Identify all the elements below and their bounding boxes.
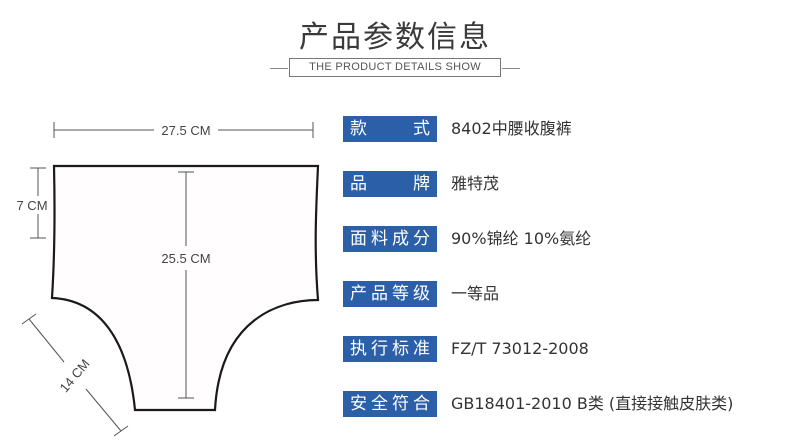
spec-value-safety: GB18401-2010 B类 (直接接触皮肤类) [451, 394, 734, 413]
spec-value-brand: 雅特茂 [451, 174, 500, 193]
spec-row-style: 款式 8402中腰收腹裤 [343, 116, 783, 142]
spec-row-safety: 安全符合 GB18401-2010 B类 (直接接触皮肤类) [343, 391, 783, 417]
spec-row-brand: 品牌 雅特茂 [343, 171, 783, 197]
spec-row-fabric: 面料成分 90%锦纶 10%氨纶 [343, 226, 783, 252]
leg-opening-dimension [21, 313, 129, 437]
spec-label-standard: 执行标准 [343, 336, 437, 362]
spec-label-safety: 安全符合 [343, 391, 437, 417]
spec-value-style: 8402中腰收腹裤 [451, 119, 572, 138]
height-dimension [178, 171, 194, 399]
subtitle-right-rule [502, 68, 520, 69]
spec-value-grade: 一等品 [451, 284, 500, 303]
width-dimension [53, 122, 314, 138]
subtitle-left-rule [270, 68, 288, 69]
spec-label-style: 款式 [343, 116, 437, 142]
spec-label-fabric: 面料成分 [343, 226, 437, 252]
width-label: 27.5 CM [161, 123, 210, 138]
spec-value-fabric: 90%锦纶 10%氨纶 [451, 229, 592, 248]
spec-row-standard: 执行标准 FZ/T 73012-2008 [343, 336, 783, 362]
page-title: 产品参数信息 [299, 20, 491, 55]
waistband-dimension [30, 167, 46, 239]
spec-label-grade: 产品等级 [343, 281, 437, 307]
waistband-label: 7 CM [16, 198, 47, 213]
spec-value-standard: FZ/T 73012-2008 [451, 339, 589, 358]
spec-label-brand: 品牌 [343, 171, 437, 197]
subtitle-text: THE PRODUCT DETAILS SHOW [289, 58, 501, 77]
subtitle-banner: THE PRODUCT DETAILS SHOW [0, 57, 790, 79]
leg-opening-label: 14 CM [57, 356, 93, 395]
spec-row-grade: 产品等级 一等品 [343, 281, 783, 307]
height-label: 25.5 CM [161, 251, 210, 266]
garment-diagram: 27.5 CM 7 CM 25.5 CM 14 CM [16, 122, 320, 437]
garment-outline [50, 164, 320, 412]
